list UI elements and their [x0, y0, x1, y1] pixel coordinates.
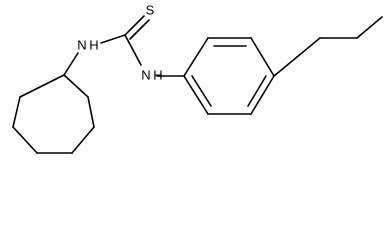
ring-bond-2 — [87, 96, 95, 128]
phenyl-bond-4 — [250, 75, 275, 115]
left-nh-label: N H — [77, 37, 98, 52]
n-left-to-thiocarbonyl-bond — [100, 34, 126, 44]
right-nh-label: N H — [141, 67, 162, 82]
phenyl-double-bond-3 — [191, 75, 212, 107]
cs-bond-b — [129, 19, 150, 40]
sulfur-label: S — [146, 2, 155, 17]
phenyl-bond-6 — [183, 75, 209, 115]
phenyl-double-bond-2 — [247, 75, 267, 107]
ring-bond-5 — [12, 126, 38, 154]
butyl-chain — [273, 16, 383, 77]
left-h-label: H — [89, 37, 98, 52]
cs-bond-a — [124, 15, 145, 36]
phenyl-bond-3 — [250, 37, 275, 77]
ring-bond-3 — [71, 126, 95, 154]
phenyl-ring — [183, 37, 275, 115]
butyl-bond-2 — [296, 37, 321, 58]
butyl-bond-1 — [273, 56, 298, 77]
thiocarbonyl-double-bond — [124, 15, 150, 40]
phenyl-bond-1 — [183, 37, 209, 77]
butyl-bond-4 — [356, 16, 383, 39]
molecule-svg: S N H N H — [12, 2, 383, 154]
left-n-label: N — [77, 37, 86, 52]
molecule-diagram: S N H N H — [12, 2, 383, 154]
n-left-to-ring-bond — [63, 52, 79, 76]
ring-bond-6 — [12, 96, 21, 128]
thiocarbonyl-to-n-right-bond — [124, 34, 142, 66]
right-n-label: N — [141, 67, 150, 82]
right-h-label: H — [153, 67, 162, 82]
ring-bond-7 — [19, 74, 65, 98]
cycloheptyl-ring — [12, 74, 95, 154]
ring-bond-1 — [63, 74, 89, 98]
